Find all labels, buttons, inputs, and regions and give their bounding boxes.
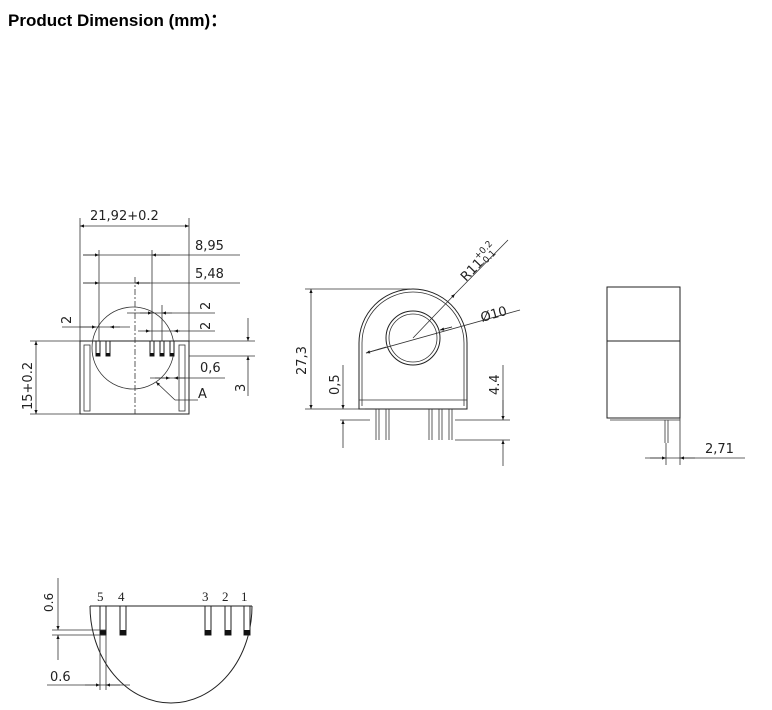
bottom-view: 5 4 3 2 1 0.6 0.6 <box>42 578 253 704</box>
dim-pin-width: 0,6 <box>200 361 221 376</box>
dim-pin-spacing-right2: 2 <box>199 322 214 330</box>
right-view: 2,71 <box>606 286 745 465</box>
dim-pin-offset: 2,71 <box>705 442 734 457</box>
pin-label-1: 1 <box>241 589 248 604</box>
pin-label-5: 5 <box>97 589 104 604</box>
dim-standoff: 0,5 <box>328 374 343 395</box>
detail-label: A <box>198 387 207 402</box>
dim-width: 21,92+0.2 <box>90 209 159 224</box>
dim-pitch-outer: 8,95 <box>195 239 224 254</box>
dim-pin-spacing-right: 2 <box>199 302 214 310</box>
pin-label-2: 2 <box>222 589 229 604</box>
dim-pitch-inner: 5,48 <box>195 267 224 282</box>
dim-horizontal: 0.6 <box>50 670 71 685</box>
dim-hole: Ø10 <box>479 304 509 326</box>
dim-height: 15+0.2 <box>21 362 36 410</box>
pin-label-3: 3 <box>202 589 209 604</box>
page-title: Product Dimension (mm)： <box>8 11 228 30</box>
dim-pin-length: 3 <box>234 384 249 392</box>
dim-pin-spacing-left: 2 <box>60 316 75 324</box>
dim-height: 27,3 <box>295 346 310 375</box>
side-view: 27,3 0,5 4.4 R11 +0.2 -0.1 Ø10 <box>295 239 521 466</box>
pin-label-4: 4 <box>118 589 125 604</box>
dim-pin-length: 4.4 <box>488 374 503 395</box>
dim-vertical: 0.6 <box>42 593 56 612</box>
front-view: 21,92+0.2 8,95 5,48 2 2 2 15+0.2 3 0,6 A <box>21 209 255 415</box>
